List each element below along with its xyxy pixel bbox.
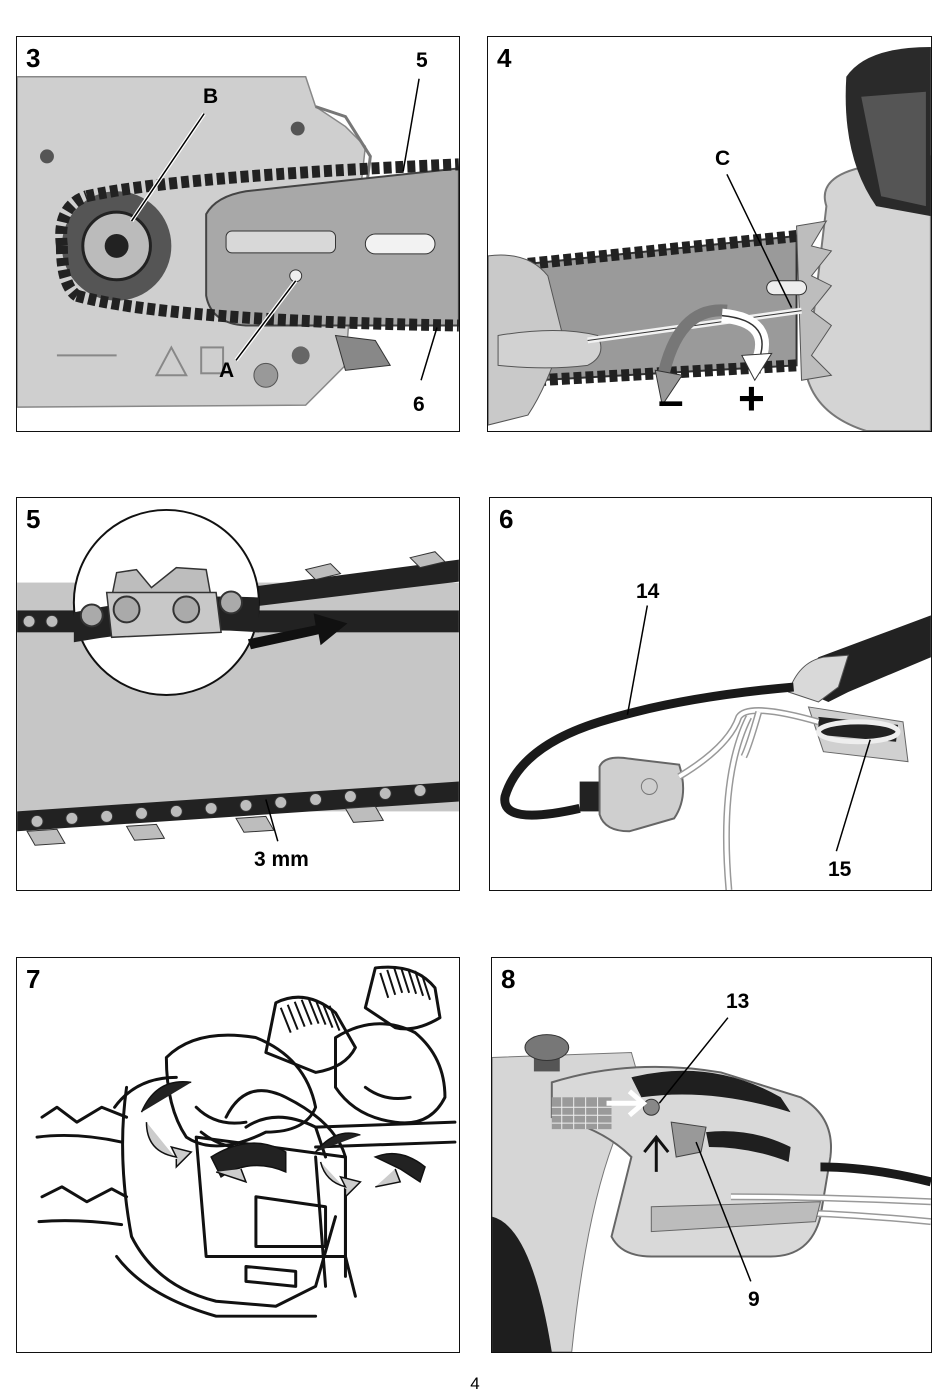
label-9: 9 bbox=[748, 1288, 760, 1312]
label-14: 14 bbox=[636, 580, 659, 604]
figure-number: 4 bbox=[497, 43, 511, 74]
figure-number: 5 bbox=[26, 504, 40, 535]
label-b: B bbox=[203, 85, 218, 109]
figure-8-panel: 8 13 9 bbox=[491, 957, 932, 1353]
label-5: 5 bbox=[416, 49, 428, 73]
figure-3-panel: 3 B A 5 6 bbox=[16, 36, 460, 432]
two-hand-grip-illustration bbox=[17, 958, 459, 1352]
chain-sprocket-illustration bbox=[17, 37, 459, 431]
figure-number: 8 bbox=[501, 964, 515, 995]
page-number: 4 bbox=[0, 1374, 950, 1394]
figure-number: 3 bbox=[26, 43, 40, 74]
cable-strain-relief-illustration bbox=[490, 498, 931, 890]
increase-sign: + bbox=[738, 375, 765, 421]
decrease-sign: – bbox=[658, 377, 684, 423]
figure-number: 6 bbox=[499, 504, 513, 535]
label-a: A bbox=[219, 359, 234, 383]
label-c: C bbox=[715, 147, 730, 171]
label-3mm: 3 mm bbox=[254, 848, 309, 872]
chain-direction-illustration bbox=[17, 498, 459, 890]
figure-7-panel: 7 bbox=[16, 957, 460, 1353]
figure-6-panel: 6 14 15 bbox=[489, 497, 932, 891]
label-13: 13 bbox=[726, 990, 749, 1014]
chain-tension-illustration bbox=[488, 37, 931, 431]
figure-number: 7 bbox=[26, 964, 40, 995]
label-6: 6 bbox=[413, 393, 425, 417]
switch-lock-illustration bbox=[492, 958, 931, 1352]
figure-4-panel: 4 C – + bbox=[487, 36, 932, 432]
figure-5-panel: 5 3 mm bbox=[16, 497, 460, 891]
label-15: 15 bbox=[828, 858, 851, 882]
